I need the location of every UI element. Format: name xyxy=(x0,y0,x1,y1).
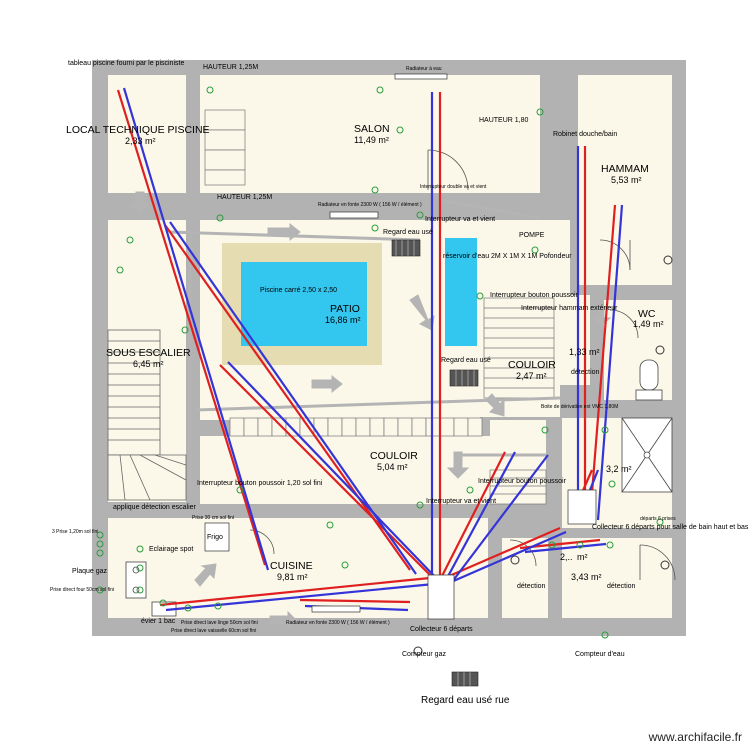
label-pompe: POMPE xyxy=(519,232,545,239)
room-patio-area: 16,86 m² xyxy=(325,315,361,325)
label-prise-lave-linge: Prise direct lave linge 50cm sol fini xyxy=(181,620,258,626)
room-entry-partial: 2,.. xyxy=(560,552,573,562)
room-bathroom-area: 3,2 m² xyxy=(606,464,632,474)
label-plaque-gaz: Plaque gaz xyxy=(72,568,108,575)
patio-steps xyxy=(204,109,555,505)
label-regard-2: Regard eau usé xyxy=(441,357,491,364)
reservoir-tank xyxy=(445,238,477,346)
room-couloir-center-name: COULOIR xyxy=(370,450,418,462)
label-interrupteur-bouton-2: Interrupteur bouton poussoir xyxy=(478,478,566,485)
room-hammam-name: HAMMAM xyxy=(601,163,649,175)
label-radiateur-cuisine: Radiateur en fonte 2300 W ( 156 W / élém… xyxy=(286,620,390,626)
label-detection-3: détection xyxy=(607,583,636,590)
room-patio-ext xyxy=(480,220,570,295)
label-interrupteur-bouton-1: Interrupteur bouton poussoir xyxy=(490,292,578,299)
label-compteur-eau: Compteur d'eau xyxy=(575,651,625,658)
label-eclairage: Eclairage spot xyxy=(149,546,194,553)
room-couloir-center-area: 5,04 m² xyxy=(377,462,408,472)
label-boite-derivation: Boite de dérivation ext VMC 1,80M xyxy=(541,404,619,410)
pipes-blue xyxy=(122,87,624,612)
room-entry-area: 3,43 m² xyxy=(571,572,602,582)
radiators xyxy=(204,73,597,620)
room-local-technique-area: 2,33 m² xyxy=(125,136,156,146)
label-compteur-gaz: Compteur gaz xyxy=(402,651,446,658)
label-prise-four: Prise direct four 50cm sol fini xyxy=(50,587,115,593)
pipes-red xyxy=(116,89,617,607)
room-cuisine-area: 9,81 m² xyxy=(277,572,308,582)
label-interrupteur-va-vient: Interrupteur va et vient xyxy=(425,216,496,223)
room-couloir-right-name: COULOIR xyxy=(508,359,556,371)
label-hauteur-top: HAUTEUR 1,25M xyxy=(203,64,259,71)
label-radiateur-top: Radiateur à eau xyxy=(406,66,442,72)
drain-covers xyxy=(391,239,479,687)
room-entry-overlap: m² xyxy=(577,552,588,562)
label-hauteur-180: HAUTEUR 1,80 xyxy=(479,117,529,124)
label-radiateur-salon: Radiateur en fonte 2300 W ( 156 W / élém… xyxy=(318,202,422,208)
room-local-technique xyxy=(108,75,186,193)
room-sous-escalier-name: SOUS ESCALIER xyxy=(106,347,191,359)
room-hammam xyxy=(578,75,672,285)
stairs xyxy=(107,329,187,501)
room-salon-name: SALON xyxy=(354,123,390,135)
label-evier: évier 1 bac xyxy=(141,618,176,625)
label-detection-1: détection xyxy=(571,369,600,376)
outlets xyxy=(96,86,673,656)
label-tableau-piscine: tableau piscine fourni par le pisciniste xyxy=(68,60,185,67)
label-applique: applique détection escalier xyxy=(113,504,196,511)
label-regard-rue: Regard eau usé rue xyxy=(421,695,510,706)
label-detection-2: détection xyxy=(517,583,546,590)
label-frigo-note: Prise 30 cm sol fini xyxy=(192,515,234,521)
label-interrupteur-hammam: Interrupteur hammam extérieur xyxy=(521,305,618,312)
room-couloir-center xyxy=(200,436,490,504)
label-prise-120: 3 Prise 1,20m sol fini xyxy=(52,529,99,535)
label-robinet-douche: Robinet douche/bain xyxy=(553,131,618,138)
label-hauteur-bottom: HAUTEUR 1,25M xyxy=(217,194,273,201)
label-prise-lave-vaisselle: Prise direct lave vaisselle 60cm sol fin… xyxy=(171,628,257,634)
label-collecteur-6: Collecteur 6 départs xyxy=(410,626,473,633)
room-cuisine xyxy=(108,518,488,618)
label-interrupteur-va-vient-2: Interrupteur va et vient xyxy=(426,498,497,505)
room-patio-name: PATIO xyxy=(330,303,360,315)
label-collecteur-sdb-note: départs 6 prises xyxy=(640,516,676,522)
label-interrupteur-double: Interrupteur double va et vient xyxy=(420,184,487,190)
label-frigo: Frigo xyxy=(207,534,223,541)
label-reservoir: réservoir d'eau 2M X 1M X 1M Pofondeur xyxy=(443,253,572,260)
label-collecteur-sdb: Collecteur 6 départs pour salle de bain … xyxy=(592,524,749,531)
watermark: www.archifacile.fr xyxy=(648,730,742,744)
room-salon-area: 11,49 m² xyxy=(354,135,389,145)
label-regard-1: Regard eau usé xyxy=(383,229,433,236)
room-hammam-area: 5,53 m² xyxy=(611,175,642,185)
label-piscine: Piscine carré 2,50 x 2,50 xyxy=(260,287,338,294)
room-entry xyxy=(562,538,672,618)
bathroom-fixtures xyxy=(125,359,673,617)
room-cuisine-name: CUISINE xyxy=(270,560,313,572)
room-wc-area: 1,49 m² xyxy=(633,319,664,329)
room-local-technique-name: LOCAL TECHNIQUE PISCINE xyxy=(66,124,210,136)
room-salon xyxy=(200,75,540,193)
room-couloir-right-area: 2,47 m² xyxy=(516,371,547,381)
label-interrupteur-bouton-120: Interrupteur bouton poussoir 1,20 sol fi… xyxy=(197,480,323,487)
room-wc xyxy=(604,300,672,400)
room-wc-name: WC xyxy=(638,308,656,320)
pool xyxy=(241,262,367,346)
room-small-area: 1,33 m² xyxy=(569,347,600,357)
room-sous-escalier-area: 6,45 m² xyxy=(133,359,164,369)
